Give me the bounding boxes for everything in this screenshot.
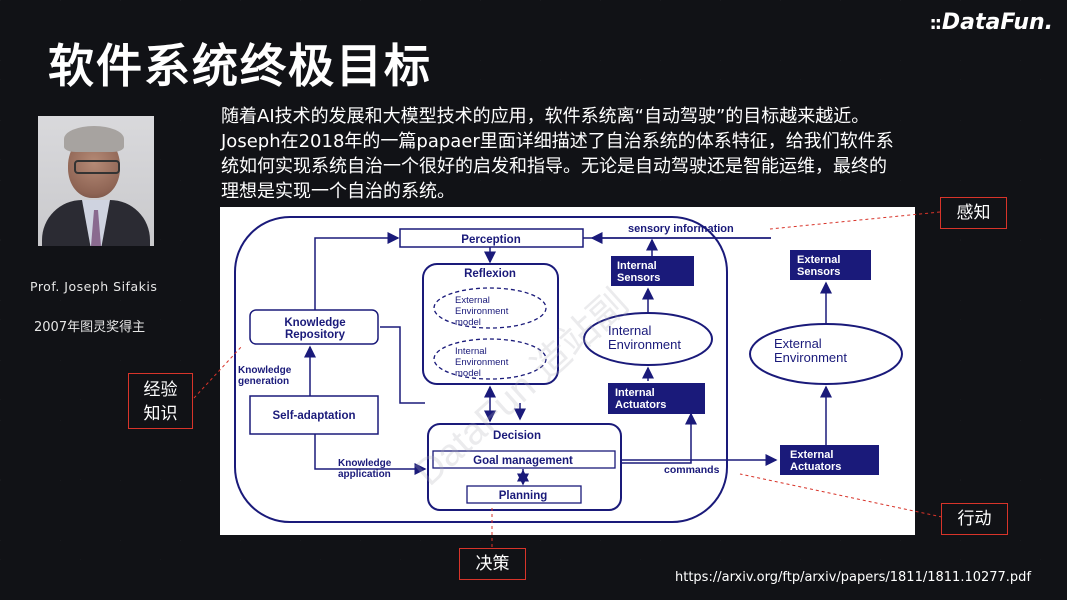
external-env-model-line1: External (455, 295, 490, 306)
external-sensors-line1: External (797, 254, 840, 266)
external-actuators-box (780, 445, 879, 475)
goal-management-label: Goal management (473, 455, 573, 467)
internal-env-model-line2: Environment (455, 357, 509, 368)
decision-label: Decision (493, 430, 541, 442)
internal-env-model-line3: model (455, 368, 481, 379)
tag-decide-text: 决策 (475, 554, 510, 574)
knowledge-repository-box (249, 309, 379, 345)
logo-text: DataFun. (941, 10, 1053, 35)
external-sensors-box (790, 250, 871, 280)
reflexion-label: Reflexion (464, 268, 516, 280)
internal-actuators-box (608, 383, 705, 414)
portrait-photo (38, 116, 154, 246)
tag-experience-line2: 知识 (143, 404, 178, 424)
slide-title: 软件系统终极目标 (48, 39, 432, 93)
knowledge-generation-line1: Knowledge (238, 365, 292, 376)
external-actuators-line1: External (790, 449, 833, 461)
tag-decide: 决策 (459, 548, 526, 580)
internal-environment-line2: Environment (608, 337, 681, 352)
person-name: Prof. Joseph Sifakis (30, 279, 158, 294)
internal-actuators-line2: Actuators (615, 399, 666, 411)
datafun-logo: ::DataFun. (930, 10, 1053, 35)
tag-perceive-text: 感知 (956, 203, 991, 223)
tag-perceive: 感知 (940, 197, 1007, 229)
internal-sensors-line1: Internal (617, 260, 657, 272)
planning-box (466, 485, 582, 504)
tag-experience-knowledge: 经验 知识 (128, 373, 193, 429)
autonomy-architecture-diagram: Perception sensory information Reflexion… (220, 207, 915, 535)
external-environment-line2: Environment (774, 350, 847, 365)
tag-experience-line1: 经验 (143, 380, 178, 400)
reflexion-box (422, 263, 559, 385)
external-env-model-line3: model (455, 317, 481, 328)
knowledge-repository-line2: Repository (285, 329, 346, 341)
internal-sensors-line2: Sensors (617, 272, 660, 284)
internal-sensors-box (611, 256, 694, 286)
knowledge-generation-line2: generation (238, 376, 289, 387)
source-url[interactable]: https://arxiv.org/ftp/arxiv/papers/1811/… (675, 570, 1032, 585)
intro-paragraph: 随着AI技术的发展和大模型技术的应用，软件系统离“自动驾驶”的目标越来越近。Jo… (221, 106, 894, 202)
external-actuators-line2: Actuators (790, 461, 841, 473)
self-adaptation-label: Self-adaptation (272, 410, 355, 422)
self-adaptation-box (249, 395, 379, 435)
commands-label: commands (664, 464, 720, 476)
knowledge-application-line1: Knowledge (338, 458, 392, 469)
person-award: 2007年图灵奖得主 (34, 320, 146, 335)
external-environment-line1: External (774, 336, 822, 351)
sensory-information-label: sensory information (628, 223, 734, 235)
tag-act-text: 行动 (957, 509, 992, 529)
external-sensors-line2: Sensors (797, 266, 840, 278)
perception-label: Perception (461, 234, 520, 246)
knowledge-application-line2: application (338, 469, 391, 480)
decision-box (427, 423, 622, 511)
goal-management-box (432, 450, 616, 469)
internal-actuators-line1: Internal (615, 387, 655, 399)
internal-environment-line1: Internal (608, 323, 651, 338)
tag-act: 行动 (941, 503, 1008, 535)
internal-env-model-line1: Internal (455, 346, 487, 357)
internal-env-model-ellipse (433, 338, 547, 380)
logo-mark-icon: :: (929, 13, 942, 34)
external-env-model-line2: Environment (455, 306, 509, 317)
planning-label: Planning (499, 490, 548, 502)
external-env-model-ellipse (433, 287, 547, 329)
knowledge-repository-line1: Knowledge (284, 317, 345, 329)
diagram-svg: Perception sensory information Reflexion… (234, 216, 903, 523)
